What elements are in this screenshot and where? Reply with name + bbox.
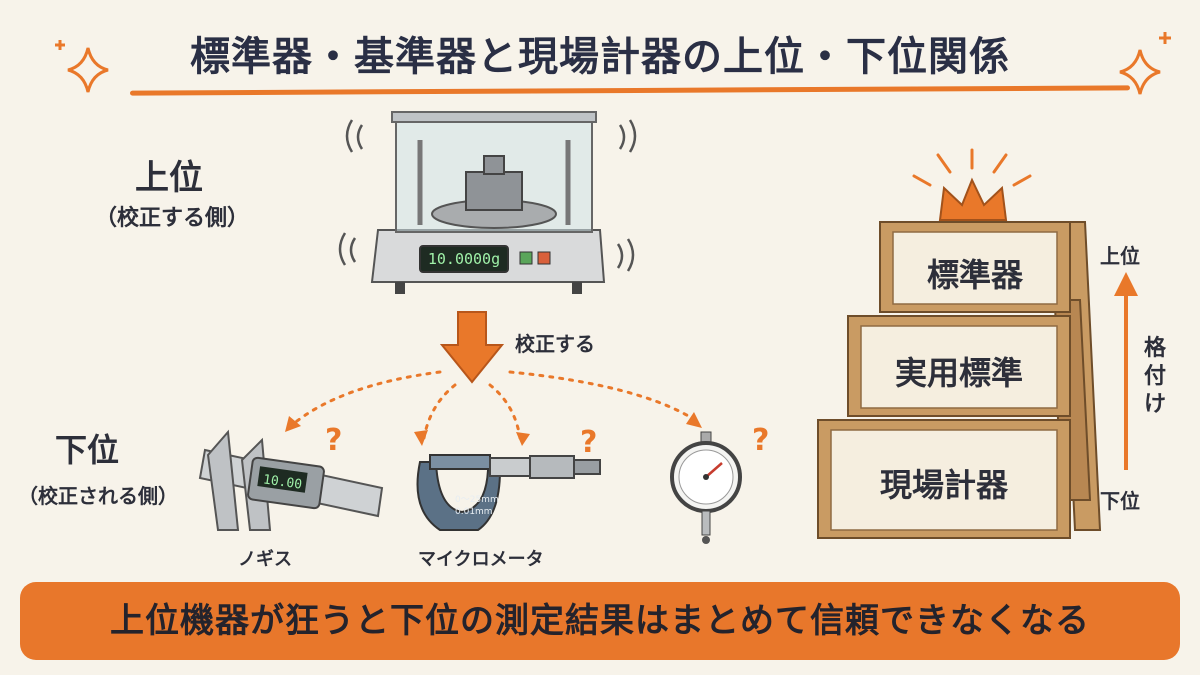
lower-label: 下位 — [55, 431, 120, 469]
axis-middle-label: 格付け — [1143, 336, 1166, 417]
caliper-illustration — [198, 429, 384, 531]
caliper-label: ノギス — [238, 549, 292, 570]
summary-banner-text: 上位機器が狂うと下位の測定結果はまとめて信頼できなくなる — [110, 601, 1090, 641]
summary-banner — [20, 582, 1180, 660]
crown-icon — [938, 177, 1008, 221]
axis-bottom-label: 下位 — [1100, 489, 1140, 513]
question-mark-micrometer: ? — [580, 425, 597, 460]
micrometer-illustration — [416, 454, 601, 531]
stair-middle-label: 実用標準 — [894, 354, 1023, 392]
question-mark-dial-gauge: ? — [752, 423, 769, 458]
micrometer-marking-resolution: 0.01mm — [455, 507, 493, 517]
vibration-marks — [338, 119, 637, 272]
question-mark-caliper: ? — [325, 423, 342, 458]
axis-top-label: 上位 — [1100, 244, 1140, 268]
hierarchy-up-arrow — [1114, 272, 1138, 470]
upper-sub-label: （校正する側） — [95, 206, 250, 231]
micrometer-label: マイクロメータ — [418, 549, 544, 570]
sparkle-icon-left — [55, 40, 109, 93]
analytical-balance — [370, 111, 606, 294]
crown-rays — [912, 148, 1032, 187]
page-title: 標準器・基準器と現場計器の上位・下位関係 — [190, 34, 1010, 80]
lower-sub-label: （校正される側） — [18, 484, 178, 508]
caliper-display: 10.00 — [262, 472, 303, 492]
balance-display: 10.0000g — [428, 250, 500, 268]
upper-label: 上位 — [135, 158, 203, 198]
micrometer-marking-range: 0～25mm — [455, 495, 499, 505]
dotted-arrows — [290, 370, 697, 440]
hierarchy-stairs — [817, 221, 1102, 539]
calibrate-label: 校正する — [515, 332, 595, 356]
stair-bottom-label: 現場計器 — [879, 466, 1008, 504]
dotted-arrow-heads — [285, 412, 702, 446]
sparkle-icon-right — [1119, 32, 1171, 95]
dial-gauge-illustration — [670, 431, 742, 544]
stair-top-label: 標準器 — [926, 256, 1023, 294]
calibrate-arrow-icon — [439, 311, 505, 384]
